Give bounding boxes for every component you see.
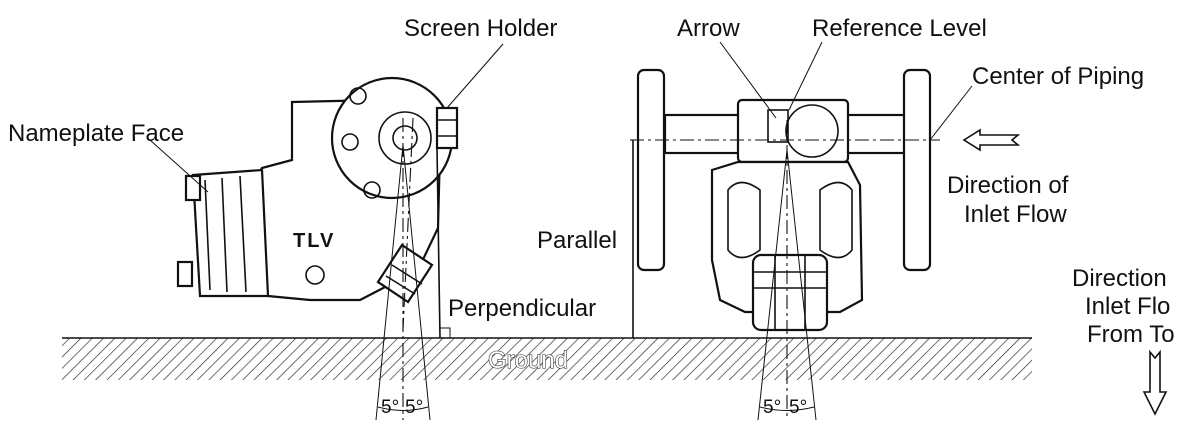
right-angle-label-a: 5° xyxy=(763,397,781,418)
direction-inlet-label-1: Direction of xyxy=(947,172,1069,199)
left-trap-side-view: TLV xyxy=(176,76,459,304)
reference-level-leader xyxy=(788,41,823,111)
arrow-leader xyxy=(719,41,777,119)
center-of-piping-leader xyxy=(929,85,973,141)
top-flow-arrow-icon xyxy=(1142,349,1168,416)
nameplate-face-label: Nameplate Face xyxy=(8,120,184,147)
nameplate-face-leader xyxy=(149,139,209,193)
right-trap-front-view xyxy=(636,68,932,332)
right-angle-limit-b xyxy=(786,149,817,421)
screen-holder-leader xyxy=(446,43,504,109)
reference-level-label: Reference Level xyxy=(812,15,987,42)
left-angle-label-a: 5° xyxy=(381,397,399,418)
screen-holder-label: Screen Holder xyxy=(404,15,557,42)
brand-logo-text: TLV xyxy=(293,230,335,252)
right-angle-label-b: 5° xyxy=(789,397,807,418)
perpendicular-label: Perpendicular xyxy=(448,295,596,322)
ground-label: Ground xyxy=(488,347,568,374)
left-angle-label-b: 5° xyxy=(405,397,423,418)
parallel-label: Parallel xyxy=(537,227,617,254)
right-flange xyxy=(902,68,932,272)
left-angle-limit-a xyxy=(375,144,404,421)
screen-holder xyxy=(435,106,459,150)
perpendicular-line xyxy=(436,147,441,339)
center-of-piping-label: Center of Piping xyxy=(972,63,1144,90)
inlet-flow-arrow-icon xyxy=(962,128,1021,152)
direction-top-label-1: Direction xyxy=(1072,265,1167,292)
direction-top-label-3: From To xyxy=(1087,321,1175,348)
arrow-label: Arrow xyxy=(677,15,740,42)
direction-inlet-label-2: Inlet Flow xyxy=(964,201,1067,228)
left-angle-limit-b xyxy=(402,144,431,421)
right-angle-limit-a xyxy=(757,149,788,421)
direction-top-label-2: Inlet Flo xyxy=(1085,293,1170,320)
left-tilt-axis xyxy=(402,117,414,331)
left-flange xyxy=(636,68,666,272)
ground-hatch xyxy=(62,338,1032,380)
